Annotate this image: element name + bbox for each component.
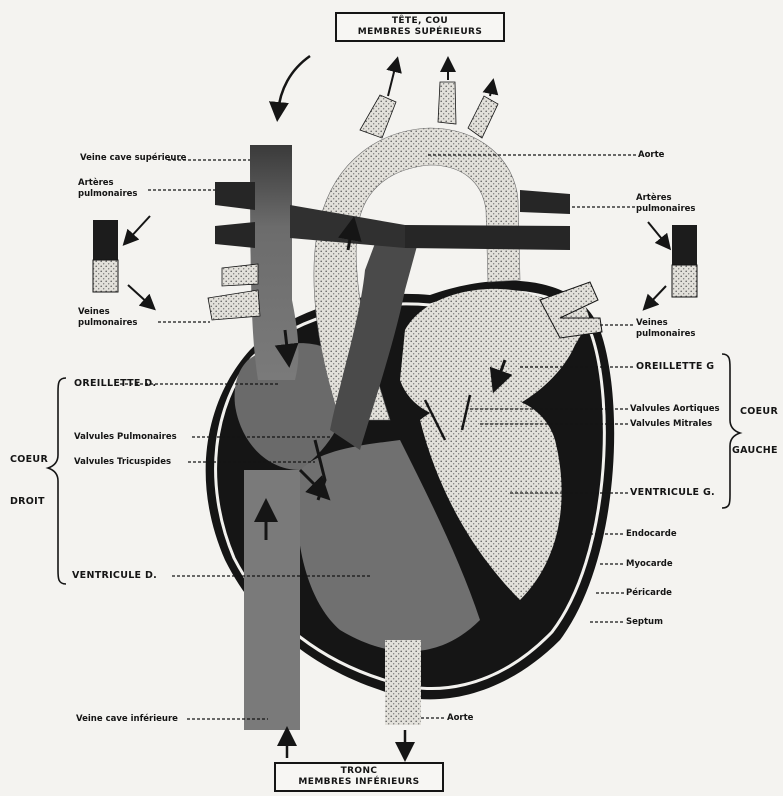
label-septum: Septum — [626, 617, 663, 627]
label-valvules-tricuspides: Valvules Tricuspides — [74, 457, 171, 467]
arrow-branch-1 — [388, 64, 396, 96]
arrow-right-in — [648, 222, 666, 244]
label-veines-pulmonaires-left-1: Veines — [78, 307, 110, 317]
label-arteres-pulmonaires-left-2: pulmonaires — [78, 189, 137, 199]
superior-vena-cava — [250, 145, 298, 380]
label-ventricule-g: VENTRICULE G. — [630, 488, 715, 498]
brace-right — [722, 354, 740, 508]
arrow-left-out — [128, 285, 150, 305]
header-line-1: TÊTE, COU — [337, 16, 503, 27]
label-valvules-mitrales: Valvules Mitrales — [630, 419, 712, 429]
footer-line-2: MEMBRES INFÉRIEURS — [276, 777, 442, 788]
label-valvules-aortiques: Valvules Aortiques — [630, 404, 720, 414]
lung-box-left-dark — [93, 220, 118, 260]
lung-box-right-dotted — [672, 265, 697, 297]
header-line-2: MEMBRES SUPÉRIEURS — [337, 27, 503, 38]
arrow-branch-3 — [490, 86, 492, 96]
label-veines-pulmonaires-right-2: pulmonaires — [636, 329, 695, 339]
label-aorte-top: Aorte — [638, 150, 664, 160]
footer-line-1: TRONC — [276, 766, 442, 777]
label-coeur-gauche-1: COEUR — [740, 407, 778, 417]
label-veine-cave-inferieure: Veine cave inférieure — [76, 714, 178, 724]
label-veine-cave-superieure: Veine cave supérieure — [80, 153, 186, 163]
arrow-left-in — [128, 216, 150, 240]
descending-aorta — [385, 640, 421, 725]
label-myocarde: Myocarde — [626, 559, 673, 569]
inferior-vena-cava — [244, 470, 300, 730]
pulmonary-vein-left-lower — [208, 290, 260, 320]
brace-left — [48, 378, 66, 584]
lung-box-right-dark — [672, 225, 697, 265]
arrow-right-out — [648, 286, 666, 305]
label-oreillette-d: OREILLETTE D. — [74, 379, 156, 389]
footer-box: TRONC MEMBRES INFÉRIEURS — [274, 762, 444, 792]
label-coeur-droit-1: COEUR — [10, 455, 48, 465]
header-box: TÊTE, COU MEMBRES SUPÉRIEURS — [335, 12, 505, 42]
label-aorte-bottom: Aorte — [447, 713, 473, 723]
label-endocarde: Endocarde — [626, 529, 677, 539]
label-oreillette-g: OREILLETTE G — [636, 362, 714, 372]
pulmonary-artery-left-lower — [215, 222, 255, 248]
arrow-head-to-svc — [278, 56, 310, 112]
label-arteres-pulmonaires-right-1: Artères — [636, 193, 672, 203]
label-pericarde: Péricarde — [626, 588, 672, 598]
aortic-branch-3 — [468, 96, 498, 138]
label-valvules-pulmonaires: Valvules Pulmonaires — [74, 432, 177, 442]
label-coeur-gauche-2: GAUCHE — [732, 446, 778, 456]
label-coeur-droit-2: DROIT — [10, 497, 45, 507]
pulmonary-artery-left-upper — [215, 182, 255, 210]
pulmonary-artery-right-lower — [405, 225, 570, 250]
aortic-branch-1 — [360, 95, 396, 138]
pulmonary-artery-right-upper — [520, 190, 570, 214]
label-ventricule-d: VENTRICULE D. — [72, 571, 157, 581]
label-veines-pulmonaires-left-2: pulmonaires — [78, 318, 137, 328]
label-arteres-pulmonaires-right-2: pulmonaires — [636, 204, 695, 214]
label-veines-pulmonaires-right-1: Veines — [636, 318, 668, 328]
label-arteres-pulmonaires-left-1: Artères — [78, 178, 114, 188]
aortic-branch-2 — [438, 82, 456, 124]
lung-box-left-dotted — [93, 260, 118, 292]
pulmonary-vein-left-upper — [222, 264, 258, 286]
